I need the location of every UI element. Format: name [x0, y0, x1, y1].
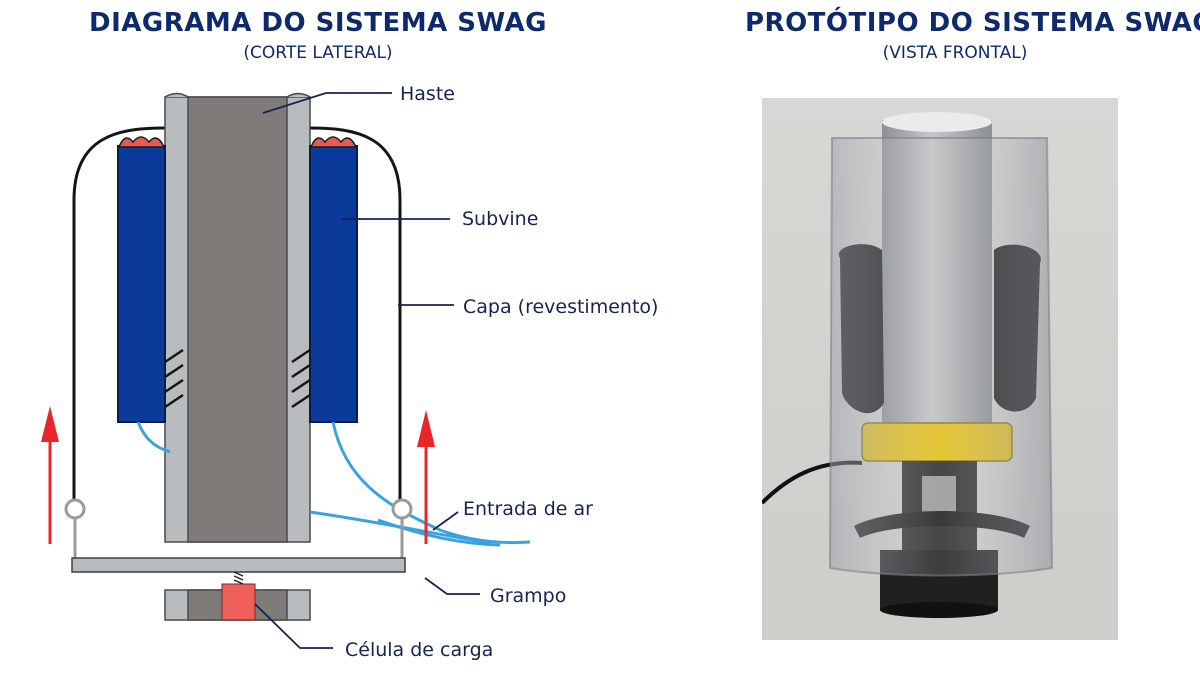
label-entrada-ar: Entrada de ar — [463, 498, 593, 520]
subvine-left-cap — [117, 136, 166, 148]
label-celula-carga: Célula de carga — [345, 639, 493, 661]
swag-cross-section-diagram: Haste Subvine Capa (revestimento) Entrad… — [41, 83, 658, 661]
left-subtitle: (CORTE LATERAL) — [243, 43, 393, 63]
subvine-left — [117, 145, 166, 423]
label-haste: Haste — [400, 83, 455, 105]
right-ring — [391, 498, 413, 520]
leader-lines — [254, 92, 480, 649]
prototype-photo — [762, 98, 1118, 640]
subvine-right-cap — [309, 136, 358, 148]
hatch-marks — [164, 348, 311, 409]
right-title: PROTÓTIPO DO SISTEMA SWAG — [745, 8, 1200, 38]
air-tubes — [136, 421, 531, 547]
left-ring — [64, 498, 86, 520]
rod-inner — [187, 96, 288, 543]
arrow-right — [417, 410, 435, 544]
clamp-plate — [71, 557, 406, 573]
load-cell — [221, 583, 256, 621]
arrow-left — [41, 406, 59, 544]
subvine-right — [309, 145, 358, 423]
label-capa: Capa (revestimento) — [463, 296, 658, 318]
screw — [233, 571, 244, 585]
left-title: DIAGRAMA DO SISTEMA SWAG — [88, 8, 547, 38]
right-subtitle: (VISTA FRONTAL) — [882, 43, 1028, 63]
label-grampo: Grampo — [490, 585, 566, 607]
cover-outline — [72, 126, 402, 500]
label-subvine: Subvine — [462, 208, 538, 230]
